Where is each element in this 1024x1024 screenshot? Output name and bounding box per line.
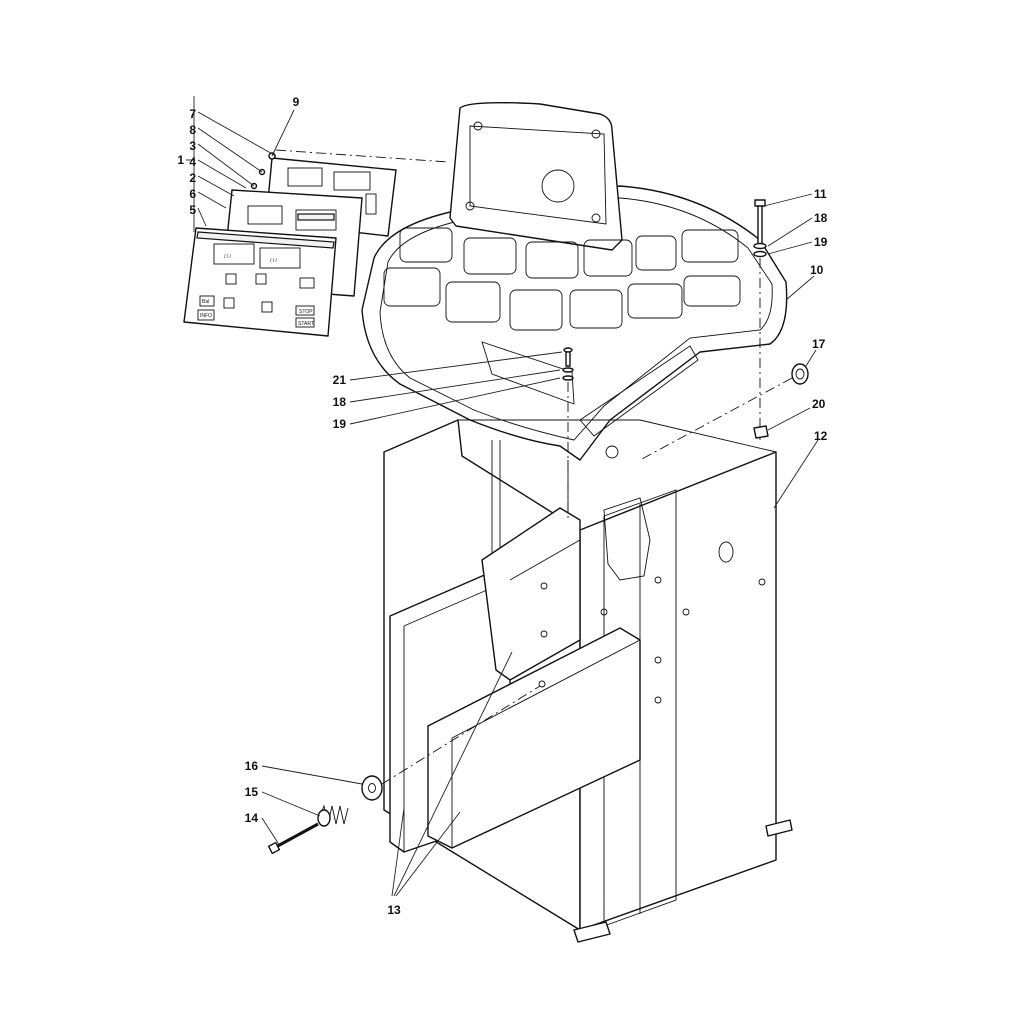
svg-text:/ / /: / / / bbox=[224, 254, 232, 260]
callout-3: 3 bbox=[189, 139, 196, 153]
callout-5: 5 bbox=[189, 203, 196, 217]
leader-lines bbox=[186, 96, 819, 897]
callout-19-left: 19 bbox=[333, 417, 347, 431]
callout-21: 21 bbox=[333, 373, 347, 387]
callout-18-left: 18 bbox=[333, 395, 347, 409]
keyboard-panel bbox=[183, 227, 337, 337]
key-start: START bbox=[298, 321, 314, 327]
callout-12: 12 bbox=[814, 429, 828, 443]
internal-components bbox=[389, 507, 641, 853]
callout-8: 8 bbox=[189, 123, 196, 137]
key-stop: STOP bbox=[299, 309, 313, 315]
callout-6: 6 bbox=[189, 187, 196, 201]
callout-16: 16 bbox=[245, 759, 259, 773]
callout-11: 11 bbox=[814, 187, 827, 201]
callout-14: 14 bbox=[245, 811, 259, 825]
callout-13: 13 bbox=[387, 903, 401, 917]
svg-text:/ / /: / / / bbox=[270, 258, 278, 264]
callout-17: 17 bbox=[812, 337, 826, 351]
callout-15: 15 bbox=[245, 785, 259, 799]
weight-tray-cover bbox=[361, 101, 788, 461]
callout-10: 10 bbox=[810, 263, 824, 277]
callout-19-right: 19 bbox=[814, 235, 828, 249]
callout-labels: 7 8 3 1 4 2 6 5 9 11 18 19 10 17 20 12 2… bbox=[177, 95, 827, 917]
key-info: INFO bbox=[200, 313, 212, 319]
callout-18-right: 18 bbox=[814, 211, 828, 225]
key-bal: Bal bbox=[202, 299, 209, 305]
callout-7: 7 bbox=[189, 107, 196, 121]
callout-20: 20 bbox=[812, 397, 826, 411]
control-panel-assembly: / / / / / / Bal INFO STOP START bbox=[183, 149, 449, 337]
spring bbox=[317, 804, 349, 827]
callout-4: 4 bbox=[189, 155, 196, 169]
callout-2: 2 bbox=[189, 171, 196, 185]
hardware-bolts bbox=[267, 199, 809, 855]
callout-1: 1 bbox=[177, 153, 184, 167]
callout-9: 9 bbox=[293, 95, 300, 109]
